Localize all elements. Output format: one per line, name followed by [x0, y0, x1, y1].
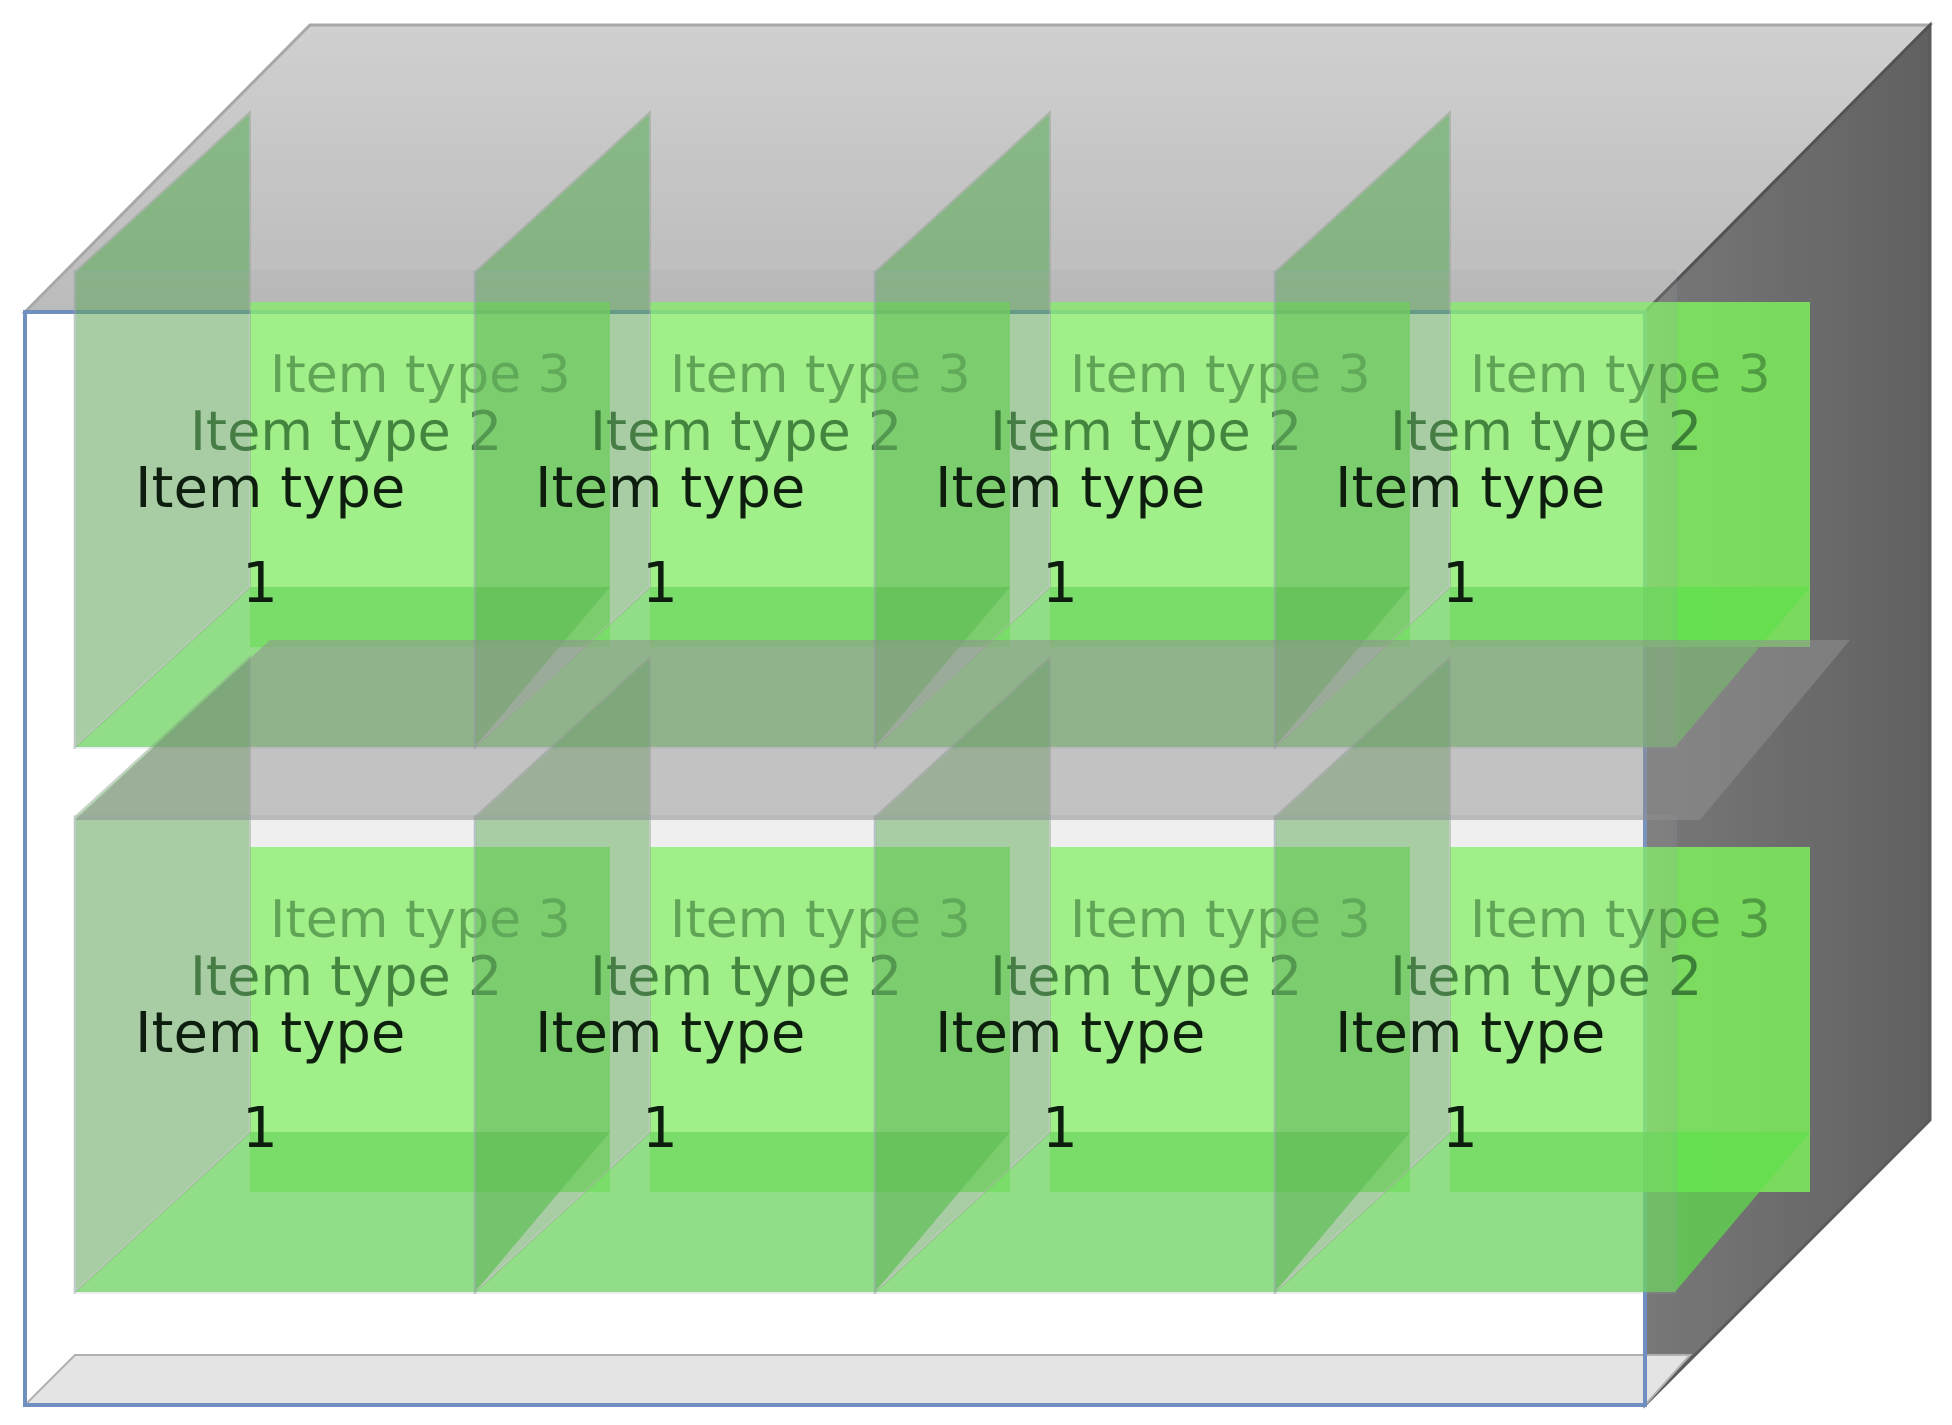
label-item-type-1-number: 1 — [242, 1096, 278, 1161]
cell-left-wall — [474, 109, 651, 750]
label-item-type-2: Item type 2 — [590, 945, 902, 1008]
label-item-type-2: Item type 2 — [990, 945, 1302, 1008]
label-item-type-2: Item type 2 — [1390, 945, 1702, 1008]
cell-left-wall — [874, 109, 1051, 750]
label-item-type-1: Item type — [535, 456, 805, 521]
shelf-divider — [75, 640, 1850, 820]
cell-floor — [75, 1132, 610, 1292]
label-item-type-1-number: 1 — [1042, 1096, 1078, 1161]
cell-front-glass — [873, 815, 1277, 1294]
cell-front-glass — [1273, 815, 1677, 1294]
cell-left-wall — [1274, 109, 1451, 750]
label-item-type-2: Item type 2 — [590, 400, 902, 463]
cell-floor — [1275, 1132, 1810, 1292]
label-item-type-3: Item type 3 — [1470, 890, 1771, 950]
cell-front-glass — [473, 815, 877, 1294]
label-item-type-3: Item type 3 — [1070, 890, 1371, 950]
label-item-type-1: Item type — [1335, 1001, 1605, 1066]
label-item-type-3: Item type 3 — [670, 890, 971, 950]
label-item-type-1-number: 1 — [1442, 1096, 1478, 1161]
cell-front-glass — [73, 815, 477, 1294]
cell-floor — [875, 1132, 1410, 1292]
label-item-type-1: Item type — [535, 1001, 805, 1066]
label-item-type-3: Item type 3 — [670, 345, 971, 405]
label-item-type-2: Item type 2 — [1390, 400, 1702, 463]
label-item-type-3: Item type 3 — [1070, 345, 1371, 405]
label-item-type-1-number: 1 — [1442, 551, 1478, 616]
cell-left-wall — [74, 109, 251, 750]
label-item-type-1: Item type — [135, 456, 405, 521]
label-item-type-3: Item type 3 — [1470, 345, 1771, 405]
label-item-type-1: Item type — [1335, 456, 1605, 521]
label-item-type-1: Item type — [935, 456, 1205, 521]
label-item-type-2: Item type 2 — [190, 400, 502, 463]
label-item-type-2: Item type 2 — [190, 945, 502, 1008]
label-item-type-1-number: 1 — [1042, 551, 1078, 616]
label-item-type-1-number: 1 — [642, 551, 678, 616]
label-item-type-1: Item type — [135, 1001, 405, 1066]
rack-bottom-strip — [22, 1354, 1693, 1406]
label-item-type-1-number: 1 — [642, 1096, 678, 1161]
label-item-type-1-number: 1 — [242, 551, 278, 616]
shelf-divider-top — [75, 640, 1850, 820]
cell-floor — [475, 1132, 1010, 1292]
label-item-type-3: Item type 3 — [270, 345, 571, 405]
label-item-type-3: Item type 3 — [270, 890, 571, 950]
label-item-type-1: Item type — [935, 1001, 1205, 1066]
label-item-type-2: Item type 2 — [990, 400, 1302, 463]
